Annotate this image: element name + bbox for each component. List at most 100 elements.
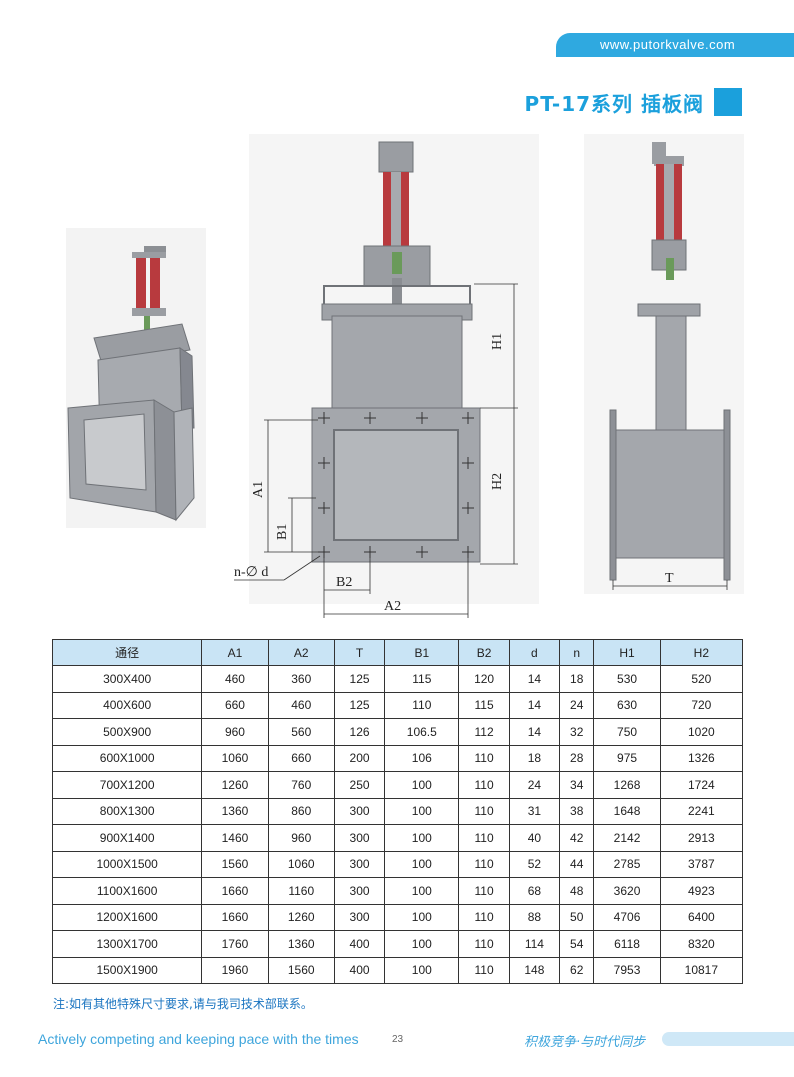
table-cell: 1460 (201, 824, 269, 852)
dim-a1: A1 (251, 481, 266, 498)
table-cell: 1360 (201, 797, 269, 825)
table-cell: 1260 (201, 771, 269, 799)
table-cell: 1200X1600 (51, 903, 203, 931)
table-cell: 14 (508, 665, 561, 693)
column-header: n (559, 639, 595, 666)
table-cell: 6118 (593, 930, 661, 958)
table-cell: 106 (384, 744, 460, 772)
table-cell: 114 (508, 930, 561, 958)
table-cell: 300 (333, 903, 386, 931)
table-cell: 960 (201, 718, 269, 746)
page-title: PT-17系列 插板阀 (524, 92, 704, 116)
table-cell: 860 (267, 797, 335, 825)
table-cell: 100 (384, 850, 460, 878)
table-cell: 400 (333, 930, 386, 958)
table-cell: 800X1300 (51, 797, 203, 825)
table-cell: 960 (267, 824, 335, 852)
table-cell: 520 (659, 665, 744, 693)
table-cell: 1724 (659, 771, 744, 799)
table-cell: 1760 (201, 930, 269, 958)
table-cell: 100 (384, 930, 460, 958)
table-cell: 14 (508, 691, 561, 719)
table-cell: 110 (458, 850, 510, 878)
table-cell: 62 (559, 956, 595, 984)
table-cell: 700X1200 (51, 771, 203, 799)
table-cell: 34 (559, 771, 595, 799)
table-cell: 100 (384, 824, 460, 852)
table-cell: 2913 (659, 824, 744, 852)
header-band (0, 0, 794, 34)
column-header: A2 (267, 639, 335, 666)
table-cell: 110 (384, 691, 460, 719)
table-cell: 300 (333, 824, 386, 852)
valve-technical-drawing: H1 H2 A1 B1 B2 A2 n-∅ d T (54, 128, 746, 628)
table-cell: 50 (559, 903, 595, 931)
dim-t: T (665, 571, 674, 586)
table-cell: 560 (267, 718, 335, 746)
table-cell: 126 (333, 718, 386, 746)
table-cell: 760 (267, 771, 335, 799)
table-cell: 6400 (659, 903, 744, 931)
table-cell: 1500X1900 (51, 956, 203, 984)
column-header: H1 (593, 639, 661, 666)
table-cell: 250 (333, 771, 386, 799)
url-tab (556, 33, 794, 57)
dim-h1: H1 (490, 333, 505, 350)
table-cell: 1660 (201, 877, 269, 905)
table-cell: 110 (458, 824, 510, 852)
website-url[interactable]: www.putorkvalve.com (600, 37, 736, 52)
table-cell: 110 (458, 903, 510, 931)
table-cell: 110 (458, 771, 510, 799)
iso-view (67, 246, 195, 522)
side-view: T (609, 142, 731, 590)
column-header: A1 (201, 639, 269, 666)
table-cell: 1300X1700 (51, 930, 203, 958)
column-header: 通径 (51, 639, 203, 666)
table-cell: 106.5 (384, 718, 460, 746)
front-view: H1 H2 A1 B1 B2 A2 n-∅ d (234, 141, 518, 618)
table-cell: 18 (559, 665, 595, 693)
title-accent-square (714, 88, 742, 116)
table-cell: 112 (458, 718, 510, 746)
footer-slogan-cn: 积极竞争·与时代同步 (524, 1035, 646, 1050)
table-cell: 630 (593, 691, 661, 719)
table-cell: 720 (659, 691, 744, 719)
table-cell: 1960 (201, 956, 269, 984)
table-cell: 750 (593, 718, 661, 746)
table-cell: 300 (333, 797, 386, 825)
table-cell: 1060 (201, 744, 269, 772)
table-cell: 100 (384, 903, 460, 931)
column-header: B1 (384, 639, 460, 666)
table-cell: 31 (508, 797, 561, 825)
table-cell: 500X900 (51, 718, 203, 746)
table-cell: 600X1000 (51, 744, 203, 772)
table-cell: 100 (384, 797, 460, 825)
table-cell: 460 (267, 691, 335, 719)
table-cell: 7953 (593, 956, 661, 984)
table-cell: 360 (267, 665, 335, 693)
table-cell: 100 (384, 877, 460, 905)
table-cell: 18 (508, 744, 561, 772)
table-cell: 660 (267, 744, 335, 772)
table-cell: 460 (201, 665, 269, 693)
table-cell: 28 (559, 744, 595, 772)
table-cell: 8320 (659, 930, 744, 958)
footer-slogan-en: Actively competing and keeping pace with… (38, 1031, 359, 1047)
dim-h2: H2 (490, 473, 505, 490)
table-cell: 300 (333, 877, 386, 905)
table-cell: 1000X1500 (51, 850, 203, 878)
table-cell: 42 (559, 824, 595, 852)
table-cell: 100 (384, 771, 460, 799)
table-cell: 125 (333, 691, 386, 719)
table-cell: 1560 (267, 956, 335, 984)
table-cell: 110 (458, 744, 510, 772)
dim-b1: B1 (275, 524, 290, 540)
table-cell: 24 (559, 691, 595, 719)
page-number: 23 (392, 1034, 404, 1045)
dim-a2: A2 (384, 599, 401, 614)
table-cell: 660 (201, 691, 269, 719)
